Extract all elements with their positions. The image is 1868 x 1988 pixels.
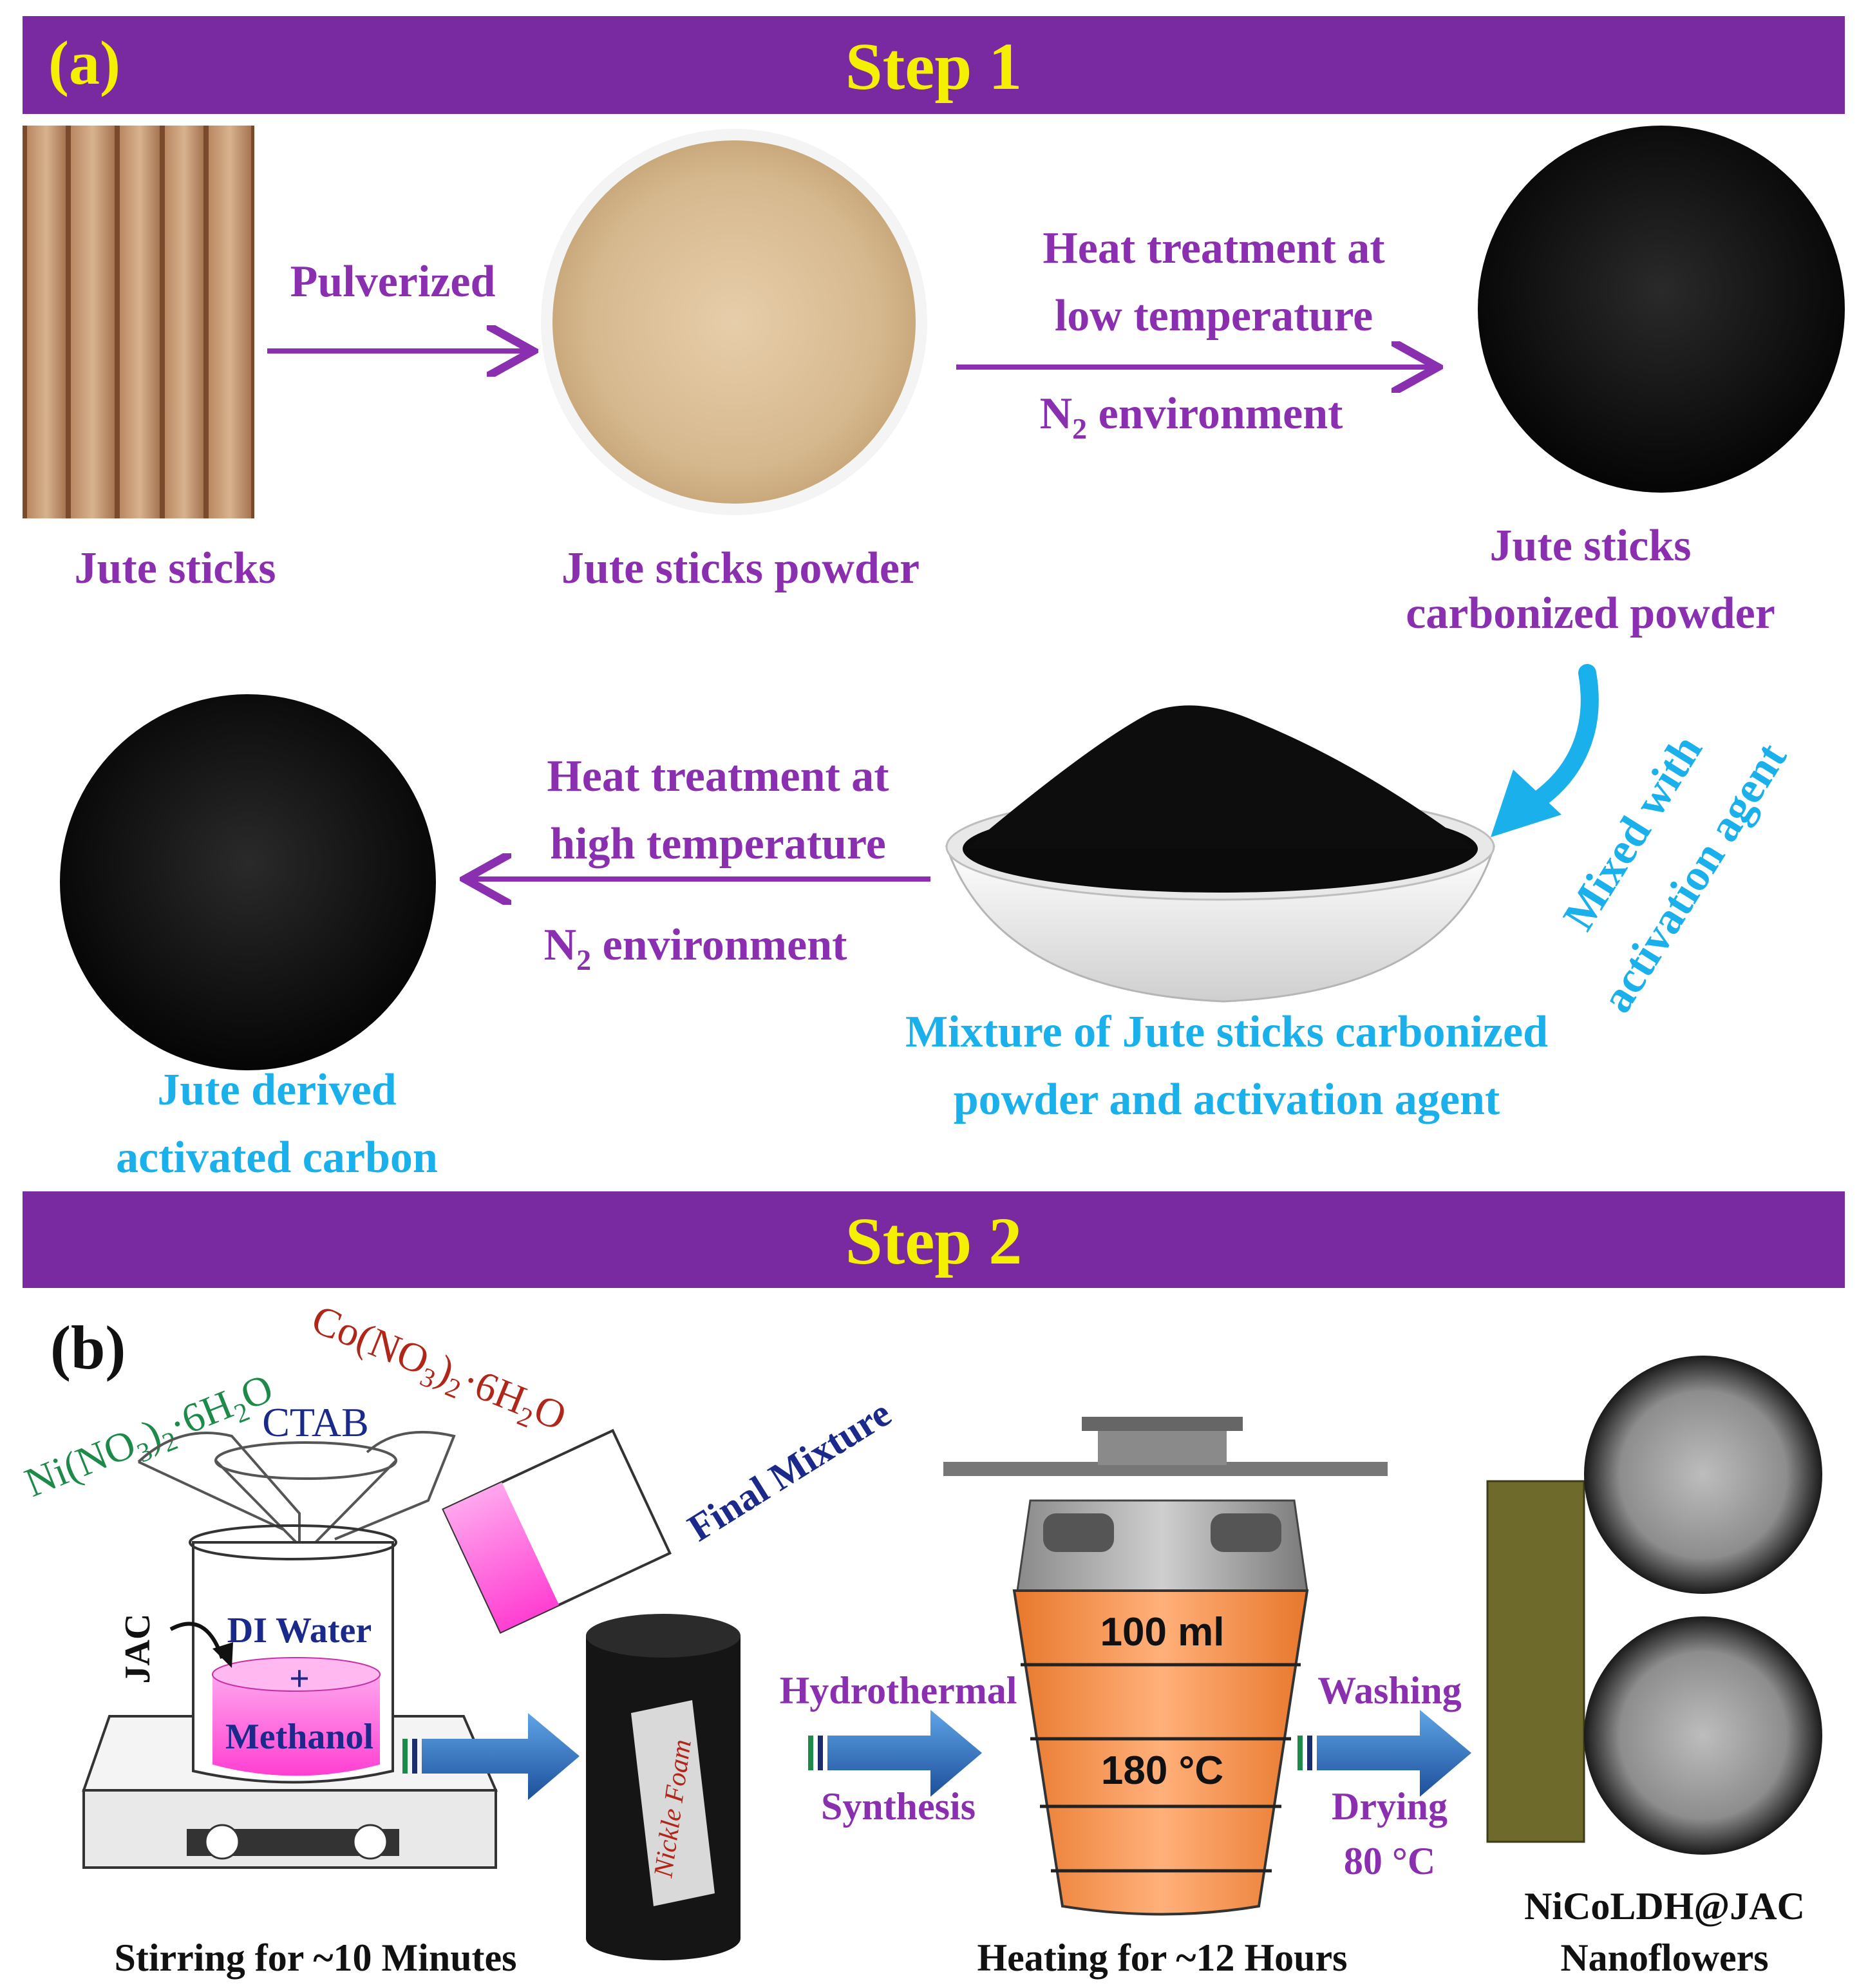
autoclave xyxy=(943,1417,1388,1916)
blue-arrow-1 xyxy=(402,1713,580,1800)
sem-image-top xyxy=(1584,1356,1822,1594)
nickel-foam-vessel xyxy=(586,1614,741,1960)
mixed-curve-arrowhead xyxy=(1491,770,1561,837)
step2-title: Step 2 xyxy=(845,1204,1022,1278)
carbonized-label-line2: carbonized powder xyxy=(1406,589,1775,638)
heating-label: Heating for ~12 Hours xyxy=(977,1936,1347,1979)
final-mixture-beaker xyxy=(442,1428,672,1634)
sem-image-bottom xyxy=(1584,1616,1822,1855)
carbonized-powder-image xyxy=(1478,126,1845,493)
high-temp-env: N2 environment xyxy=(544,920,847,976)
jute-sticks-label: Jute sticks xyxy=(74,544,276,593)
step2-header-bar xyxy=(23,1191,1845,1288)
step1-title: Step 1 xyxy=(845,30,1022,104)
beaker xyxy=(189,1524,397,1784)
volume-label: 100 ml xyxy=(1100,1610,1224,1654)
product-line1: NiCoLDH@JAC xyxy=(1524,1885,1805,1927)
carbonized-label-line1: Jute sticks xyxy=(1489,521,1691,571)
mixture-bowl-image xyxy=(945,705,1496,1003)
jute-powder-label: Jute sticks powder xyxy=(561,544,920,593)
beaker-line3: Methanol xyxy=(225,1717,373,1757)
activated-label-line1: Jute derived xyxy=(157,1065,396,1115)
panel-b-label: (b) xyxy=(50,1313,126,1382)
low-temp-line2: low temperature xyxy=(1055,291,1373,341)
high-temp-line1: Heat treatment at xyxy=(547,752,889,801)
beaker-line1: DI Water xyxy=(227,1611,372,1651)
hydro-line1: Hydrothermal xyxy=(780,1669,1017,1712)
jute-sticks-image xyxy=(23,126,254,518)
wash-line2: Drying xyxy=(1332,1785,1448,1828)
product-foam-strip xyxy=(1486,1480,1585,1843)
low-temp-env: N2 environment xyxy=(1040,389,1343,445)
low-temp-line1: Heat treatment at xyxy=(1042,223,1384,273)
hydro-line2: Synthesis xyxy=(821,1785,976,1828)
step1-header-bar xyxy=(23,16,1845,114)
product-line2: Nanoflowers xyxy=(1560,1936,1768,1979)
mixed-curve-arrow xyxy=(1527,664,1599,811)
high-temp-line2: high temperature xyxy=(550,819,886,869)
mixture-label-line1: Mixture of Jute sticks carbonized xyxy=(905,1007,1548,1057)
blue-arrow-2 xyxy=(808,1710,982,1797)
ni-salt-label: Ni(NO3)2·6H2O xyxy=(19,1365,281,1511)
panel-a-label: (a) xyxy=(48,28,120,97)
jac-arrowhead xyxy=(212,1642,233,1668)
temperature-label: 180 °C xyxy=(1101,1748,1223,1793)
beaker-line2: + xyxy=(289,1659,310,1699)
activated-label-line2: activated carbon xyxy=(116,1133,438,1182)
mixture-label-line2: powder and activation agent xyxy=(954,1075,1500,1124)
pulverized-label: Pulverized xyxy=(290,257,496,307)
final-mixture-label: Final Mixture xyxy=(681,1392,898,1549)
jute-powder-image xyxy=(541,129,927,515)
wash-line1: Washing xyxy=(1317,1669,1461,1712)
ctab-label: CTAB xyxy=(262,1399,369,1445)
activated-carbon-image xyxy=(60,694,436,1070)
jac-label: JAC xyxy=(118,1614,158,1684)
wash-line3: 80 °C xyxy=(1344,1840,1435,1882)
blue-arrow-3 xyxy=(1297,1710,1471,1797)
stirring-label: Stirring for ~10 Minutes xyxy=(114,1936,516,1979)
